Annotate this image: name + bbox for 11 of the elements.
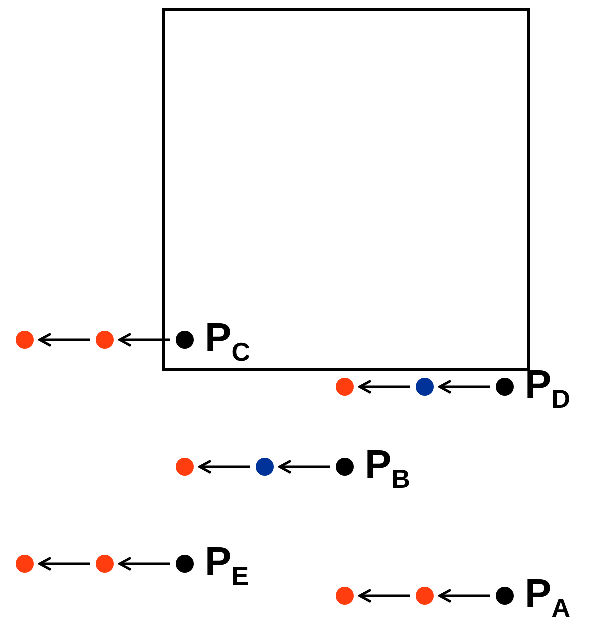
- arrow: [358, 588, 410, 604]
- arrow: [38, 332, 90, 348]
- arrow: [198, 460, 250, 474]
- arrow: [118, 332, 170, 348]
- square-outline: [162, 8, 530, 371]
- arrow: [278, 460, 330, 474]
- arrow: [358, 380, 410, 394]
- arrow: [38, 556, 90, 572]
- arrow: [438, 588, 490, 604]
- arrow: [118, 556, 170, 572]
- arrow: [438, 380, 490, 394]
